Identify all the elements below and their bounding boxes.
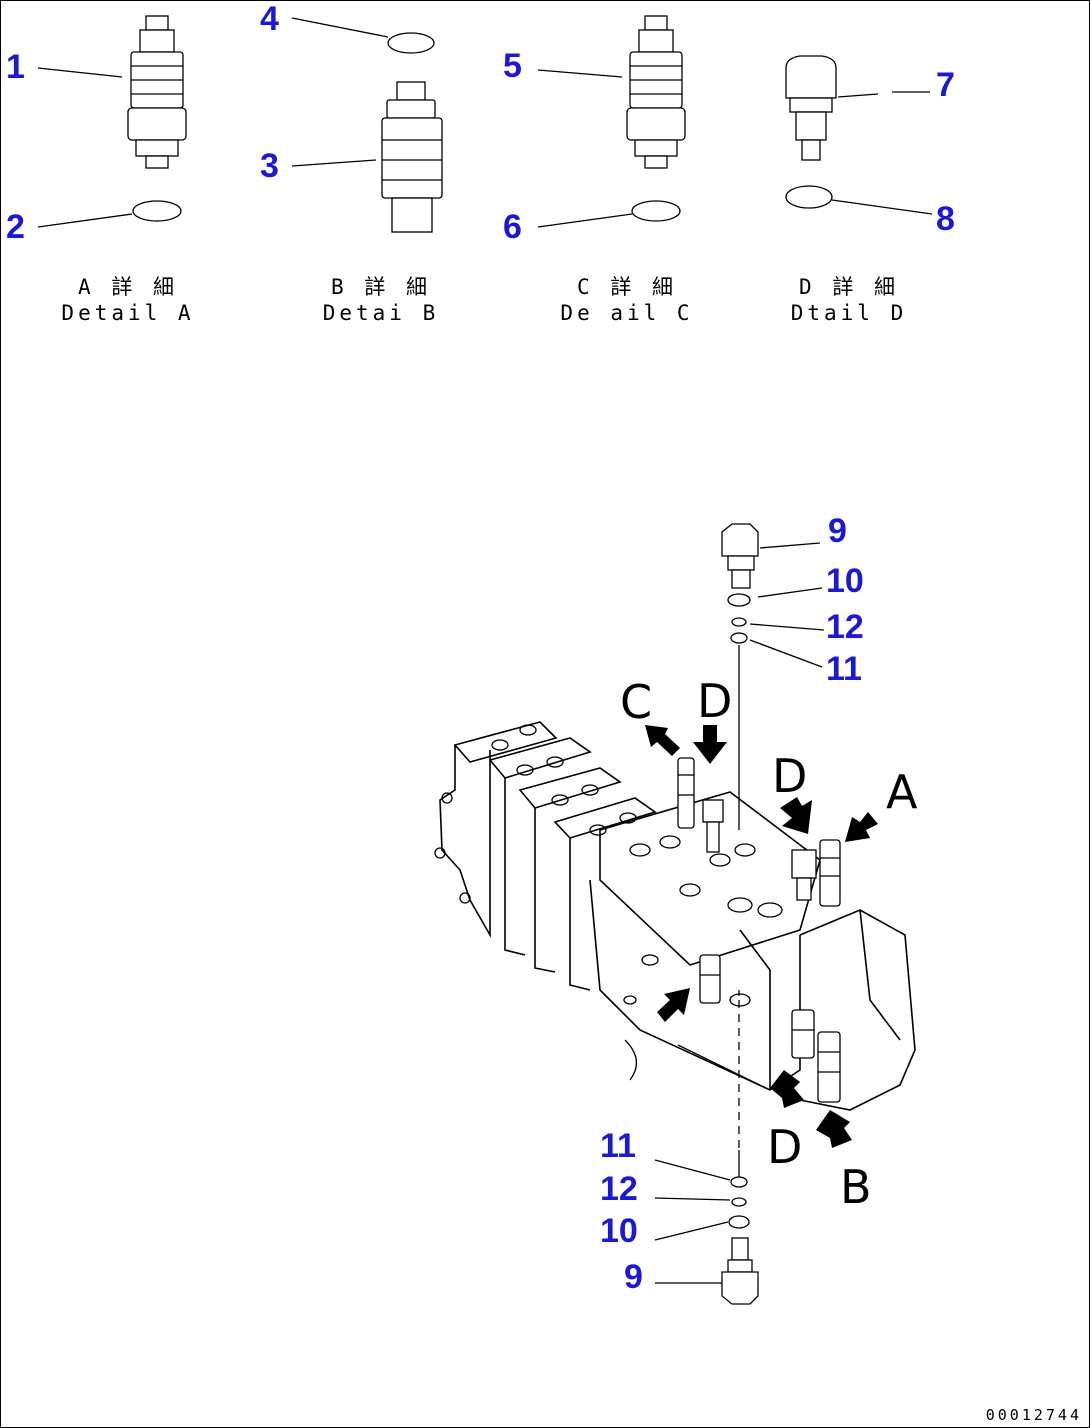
plug-part-7[interactable]: [785, 55, 837, 161]
detail-caption-b: B 詳 細 Detai B: [323, 275, 440, 325]
callout-2[interactable]: 2: [6, 208, 25, 246]
o-ring-part-4[interactable]: [387, 32, 435, 54]
detail-a-en: Detail A: [61, 301, 194, 325]
o-ring-part-11-top[interactable]: [730, 632, 748, 644]
callout-5[interactable]: 5: [503, 47, 522, 85]
arrow-d-right: [780, 797, 812, 834]
arrow-c: [645, 725, 680, 756]
arrow-b: [816, 1110, 852, 1148]
plug-part-9-bottom[interactable]: [721, 1237, 759, 1305]
valve-part-5[interactable]: [626, 15, 686, 169]
o-ring-part-10-top[interactable]: [727, 593, 751, 607]
callout-7[interactable]: 7: [936, 66, 955, 104]
detail-c-en: De ail C: [560, 301, 693, 325]
arrow-a: [845, 812, 878, 842]
mounted-valve-c[interactable]: [677, 757, 695, 829]
detail-d-en: Dtail D: [791, 301, 908, 325]
callout-10-bottom[interactable]: 10: [600, 1212, 638, 1250]
callout-10-top[interactable]: 10: [826, 562, 864, 600]
callout-9-bottom[interactable]: 9: [624, 1258, 643, 1296]
drawing-code: 00012744: [986, 1406, 1082, 1424]
callout-12-bottom[interactable]: 12: [600, 1170, 638, 1208]
mounted-plug-d-top[interactable]: [702, 799, 724, 853]
mounted-plug-d-right[interactable]: [791, 849, 817, 901]
backup-ring-part-12-top[interactable]: [731, 617, 747, 627]
view-letter-d-top: D: [697, 674, 732, 728]
plug-part-9-top[interactable]: [721, 523, 759, 589]
view-letter-d-bottom: D: [767, 1120, 802, 1174]
callout-9-top[interactable]: 9: [828, 512, 847, 550]
detail-a-jp: A 詳 細: [78, 275, 178, 299]
control-valve-body[interactable]: [434, 721, 916, 1111]
o-ring-part-11-bottom[interactable]: [730, 1176, 748, 1188]
view-letter-b: B: [840, 1160, 872, 1214]
valve-part-1[interactable]: [127, 15, 187, 169]
mounted-valve-b[interactable]: [817, 1031, 841, 1103]
valve-part-3[interactable]: [381, 81, 443, 233]
detail-b-jp: B 詳 細: [331, 275, 431, 299]
arrow-d-bottom: [770, 1070, 804, 1108]
o-ring-part-2[interactable]: [132, 200, 182, 222]
callout-11-bottom[interactable]: 11: [600, 1127, 636, 1165]
callout-11-top[interactable]: 11: [826, 650, 862, 688]
detail-caption-d: D 詳 細 Dtail D: [791, 275, 908, 325]
detail-caption-a: A 詳 細 Detail A: [61, 275, 194, 325]
mounted-plug-d-lower[interactable]: [791, 1009, 815, 1059]
view-letter-a: A: [886, 765, 918, 819]
arrow-front: [657, 988, 690, 1022]
view-letter-c: C: [620, 675, 652, 729]
o-ring-part-6[interactable]: [631, 200, 681, 222]
callout-3[interactable]: 3: [260, 147, 279, 185]
callout-1[interactable]: 1: [6, 48, 25, 86]
o-ring-part-10-bottom[interactable]: [728, 1215, 750, 1229]
detail-c-jp: C 詳 細: [577, 275, 677, 299]
o-ring-part-8[interactable]: [785, 185, 833, 209]
mounted-valve-front[interactable]: [699, 954, 721, 1004]
callout-8[interactable]: 8: [936, 200, 955, 238]
detail-caption-c: C 詳 細 De ail C: [560, 275, 693, 325]
callout-12-top[interactable]: 12: [826, 608, 864, 646]
callout-6[interactable]: 6: [503, 208, 522, 246]
view-letter-d-right: D: [772, 749, 807, 803]
callout-4[interactable]: 4: [260, 0, 279, 38]
detail-d-jp: D 詳 細: [799, 275, 899, 299]
backup-ring-part-12-bottom[interactable]: [731, 1197, 747, 1207]
detail-b-en: Detai B: [323, 301, 440, 325]
arrow-d-top: [693, 725, 727, 764]
mounted-valve-a[interactable]: [819, 839, 841, 907]
